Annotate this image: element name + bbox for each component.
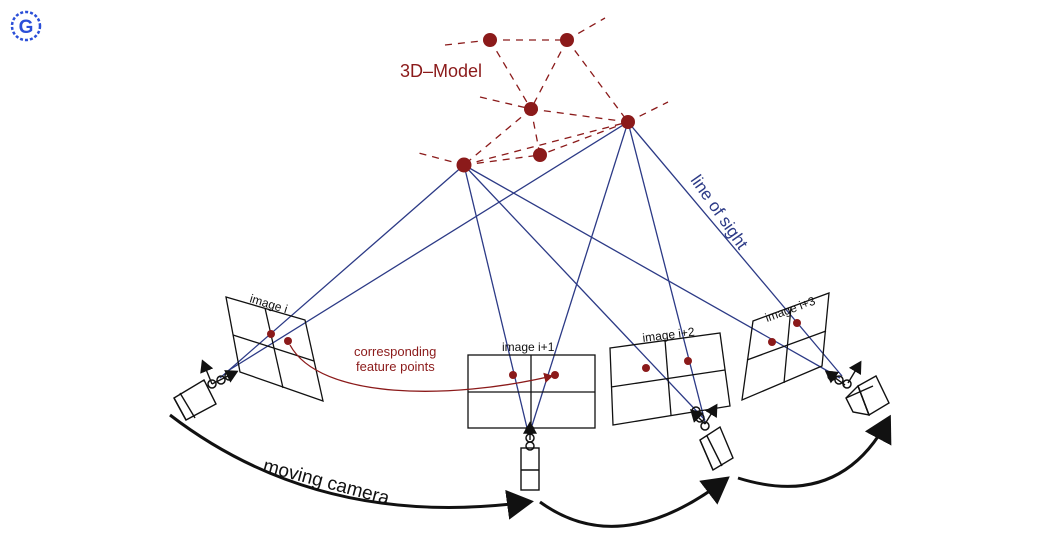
feature-point [509,371,517,379]
camera-i2 [690,403,734,472]
image-i-label: image i [248,291,289,316]
model-point [621,115,635,129]
corresponding-label-line1: corresponding [354,344,436,359]
logo-letter: G [19,17,34,38]
model-edges [414,17,669,166]
feature-point [267,330,275,338]
image-plane-i2 [609,332,731,426]
model-point [524,102,538,116]
feature-point [768,338,776,346]
corresponding-label-line2: feature points [356,359,435,374]
model-label: 3D–Model [400,61,482,81]
camera-i3 [824,360,890,417]
model-point [483,33,497,47]
image-plane-i1 [467,354,596,429]
camera-i [173,359,239,421]
image-plane-i3 [741,292,830,402]
feature-point [284,337,292,345]
feature-point [684,357,692,365]
image-i2-label: image i+2 [642,325,696,345]
line-of-sight-label: line of sight [687,171,752,253]
camera-i1 [520,421,540,491]
model-point [560,33,574,47]
image-plane-i [225,296,324,402]
camera-motion-arrows [169,413,892,528]
model-point [456,157,472,173]
correspondence-arrow [289,344,554,392]
logo-icon: G [10,10,42,42]
feature-point [642,364,650,372]
feature-point [793,319,801,327]
model-point [533,148,547,162]
feature-point [551,371,559,379]
image-i1-label: image i+1 [502,340,555,354]
moving-camera-label: moving camera [261,456,392,510]
model-points [456,33,635,173]
